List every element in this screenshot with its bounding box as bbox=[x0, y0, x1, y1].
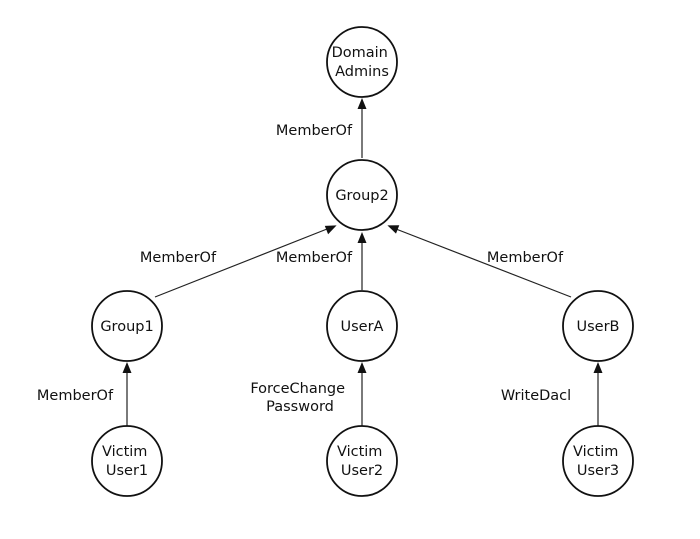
svg-text:UserB: UserB bbox=[577, 319, 620, 335]
edge-usera-to-group2 bbox=[357, 232, 367, 290]
svg-text:Victim User2: Victim User2 bbox=[337, 444, 387, 479]
svg-text:Victim User1: Victim User1 bbox=[102, 444, 152, 479]
edge-label-group1-to-group2: MemberOf bbox=[140, 250, 217, 266]
edge-label-victim2-to-usera: ForceChange Password bbox=[250, 381, 349, 415]
nodes: Domain Admins Group2 Group1 UserA Us bbox=[91, 26, 634, 497]
edge-label-victim3-to-userb: WriteDacl bbox=[501, 388, 571, 404]
arrowhead bbox=[122, 362, 132, 373]
edge-victim3-to-userb bbox=[593, 362, 603, 427]
edge-userb-to-group2 bbox=[387, 225, 572, 298]
edge-victim1-to-group1 bbox=[122, 362, 132, 427]
arrowhead bbox=[387, 225, 400, 234]
node-userb: UserB bbox=[562, 290, 634, 362]
arrowhead bbox=[357, 98, 367, 109]
edge-group1-to-group2 bbox=[154, 225, 337, 298]
node-victim-user2: Victim User2 bbox=[326, 425, 398, 497]
node-usera: UserA bbox=[326, 290, 398, 362]
svg-text:Victim User3: Victim User3 bbox=[573, 444, 623, 479]
edge-label-userb-to-group2: MemberOf bbox=[487, 250, 564, 266]
arrowhead bbox=[357, 362, 367, 373]
node-group1: Group1 bbox=[91, 290, 163, 362]
node-victim-user3: Victim User3 bbox=[562, 425, 634, 497]
svg-text:UserA: UserA bbox=[341, 319, 384, 335]
arrowhead bbox=[593, 362, 603, 373]
edges bbox=[122, 98, 603, 427]
edge-label-usera-to-group2: MemberOf bbox=[276, 250, 353, 266]
edge-label-group2-to-domain-admins: MemberOf bbox=[276, 123, 353, 139]
node-victim-user1: Victim User1 bbox=[91, 425, 163, 497]
edge-label-victim1-to-group1: MemberOf bbox=[37, 388, 114, 404]
arrowhead bbox=[357, 232, 367, 243]
svg-text:Group2: Group2 bbox=[335, 188, 388, 204]
edge-labels: MemberOf MemberOf MemberOf MemberOf Memb… bbox=[37, 123, 571, 415]
node-group2: Group2 bbox=[326, 159, 398, 231]
arrowhead bbox=[324, 225, 337, 235]
edge-group2-to-domain-admins bbox=[357, 98, 367, 158]
svg-text:Group1: Group1 bbox=[100, 319, 153, 335]
svg-text:Domain Admins: Domain Admins bbox=[332, 45, 393, 80]
node-domain-admins: Domain Admins bbox=[326, 26, 398, 98]
edge-victim2-to-usera bbox=[357, 362, 367, 427]
